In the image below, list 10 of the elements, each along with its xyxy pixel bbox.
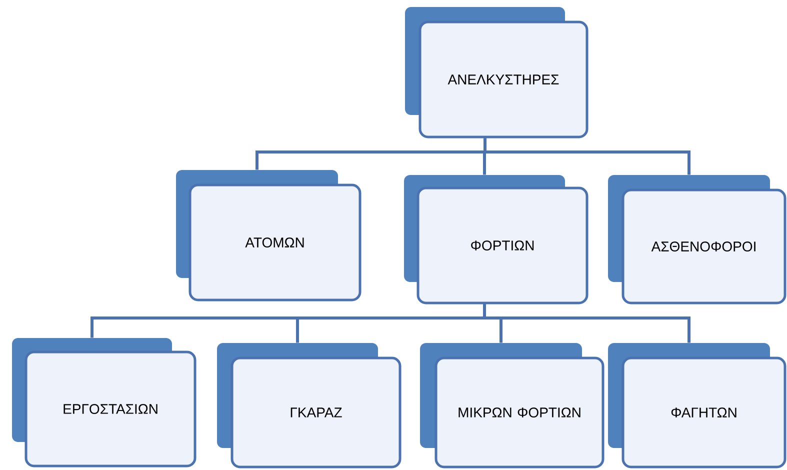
node-box: ΓΚΑΡΑΖ [217, 343, 402, 468]
connector [483, 304, 690, 343]
node-box: ΕΡΓΟΣΤΑΣΙΩΝ [12, 338, 196, 468]
node-box: ΦΑΓΗΤΩΝ [608, 343, 786, 468]
connector [484, 138, 690, 175]
node-box: ΜΙΚΡΩΝ ΦΟΡΤΙΩΝ [420, 343, 604, 468]
node-box: ΑΣΘΕΝΟΦΟΡΟΙ [608, 175, 786, 304]
node-box: ΑΝΕΛΚΥΣΤΗΡΕΣ [405, 7, 588, 138]
node-box: ΑΤΟΜΩΝ [176, 170, 362, 302]
node-box: ΦΟΡΤΙΩΝ [404, 175, 588, 304]
